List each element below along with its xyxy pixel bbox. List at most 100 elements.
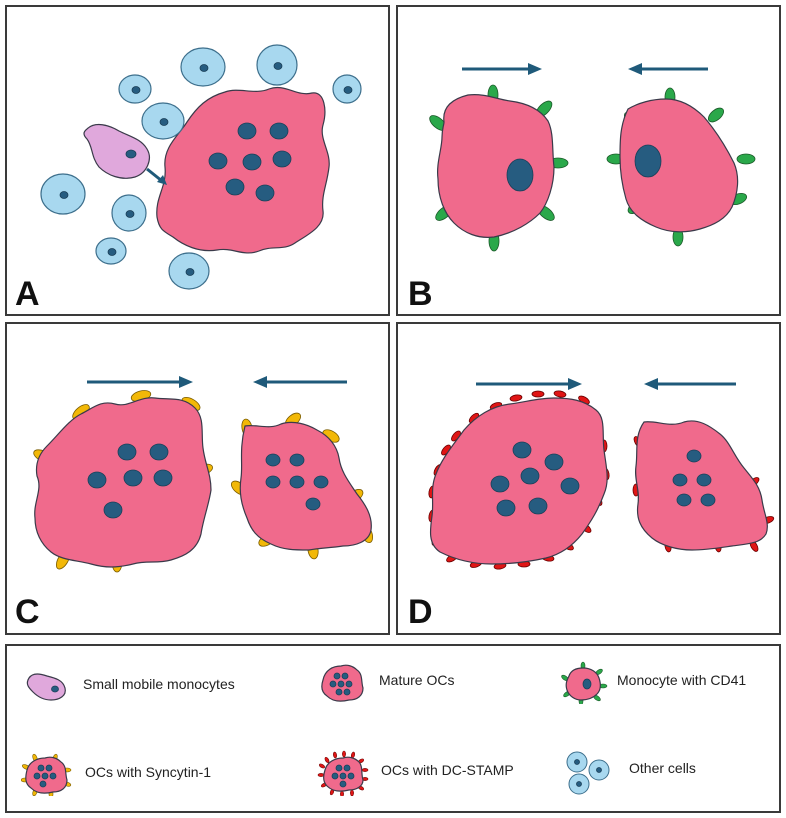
oc-with-syncytin-1-right: [239, 421, 372, 551]
legend-item-small-mobile-monocytes: Small mobile monocytes: [21, 664, 271, 704]
legend: Small mobile monocytes Mature OCs: [5, 644, 781, 813]
other-cell-nucleus: [199, 64, 209, 72]
panel-a: A: [5, 5, 390, 316]
mature-oc-nuclei: [208, 122, 292, 202]
nucleus: [700, 493, 716, 507]
monocyte-cd41-icon: [561, 661, 608, 704]
panel-a-drawing: [40, 44, 362, 290]
nucleus: [289, 453, 305, 467]
arrow-right-head: [528, 63, 542, 75]
arrow-left-head: [628, 63, 642, 75]
oc-with-syncytin-1-left: [34, 397, 212, 568]
oc-nuclei: [672, 449, 716, 507]
other-cell-nucleus: [59, 191, 69, 199]
arrow-right-head: [568, 378, 582, 390]
legend-item-ocs-with-dc-stamp: OCs with DC-STAMP: [317, 750, 547, 796]
monocyte-nucleus: [634, 144, 662, 178]
legend-label: Other cells: [629, 760, 696, 776]
nucleus: [289, 475, 305, 489]
nucleus: [313, 475, 329, 489]
other-cells-icon: [566, 751, 610, 795]
nucleus: [512, 441, 532, 459]
legend-item-ocs-with-syncytin-1: OCs with Syncytin-1: [21, 752, 271, 796]
oc-with-dc-stamp-left: [429, 397, 608, 565]
other-cells-group: [40, 44, 362, 290]
arrow-left-head: [253, 376, 267, 388]
nucleus: [242, 153, 262, 171]
nucleus: [153, 469, 173, 487]
dc-stamp-marker: [531, 390, 545, 398]
mature-oc-cell: [156, 87, 330, 254]
other-cell-nucleus: [125, 210, 135, 218]
nucleus: [103, 501, 123, 519]
dc-stamp-marker: [509, 394, 523, 402]
nucleus: [237, 122, 257, 140]
legend-label: Mature OCs: [379, 672, 455, 688]
nucleus: [305, 497, 321, 511]
nucleus: [208, 152, 228, 170]
nucleus: [265, 453, 281, 467]
panel-b-drawing: [429, 63, 756, 252]
oc-dcstamp-icon: [317, 750, 369, 796]
nucleus: [149, 443, 169, 461]
dc-stamp-marker: [553, 390, 567, 398]
panel-b: B: [396, 5, 781, 316]
panel-d: D: [396, 322, 781, 635]
nucleus: [272, 150, 292, 168]
legend-label: OCs with DC-STAMP: [381, 762, 514, 778]
cd41-marker: [736, 153, 756, 165]
other-cell-nucleus: [185, 268, 195, 276]
monocyte-with-cd41-right: [619, 98, 739, 233]
nucleus: [676, 493, 692, 507]
nucleus: [686, 449, 702, 463]
monocyte-nucleus: [506, 158, 534, 192]
migration-arrow: [146, 167, 163, 183]
legend-item-other-cells: Other cells: [563, 748, 763, 795]
nucleus: [123, 469, 143, 487]
legend-label: Monocyte with CD41: [617, 672, 747, 688]
migration-arrow-head: [157, 175, 167, 185]
arrow-left-head: [644, 378, 658, 390]
panel-letter-d: D: [408, 593, 433, 631]
nucleus: [269, 122, 289, 140]
nucleus: [696, 473, 712, 487]
other-cell-nucleus: [159, 118, 169, 126]
nucleus: [496, 499, 516, 517]
nucleus: [672, 473, 688, 487]
nucleus: [544, 453, 564, 471]
monocyte-nucleus: [125, 149, 137, 159]
mature-oc-icon: [321, 664, 364, 702]
cd41-marker: [707, 107, 725, 123]
small-mobile-monocyte-icon: [26, 673, 66, 701]
panel-letter-b: B: [408, 275, 433, 313]
other-cell-nucleus: [343, 86, 353, 94]
oc-nuclei: [490, 441, 580, 517]
panel-letter-c: C: [15, 593, 40, 631]
nucleus: [87, 471, 107, 489]
other-cell-nucleus: [107, 248, 117, 256]
other-cell-nucleus: [131, 86, 141, 94]
legend-item-mature-ocs: Mature OCs: [317, 660, 517, 702]
panel-c-drawing: [33, 376, 374, 573]
oc-nuclei: [87, 443, 173, 519]
legend-label: OCs with Syncytin-1: [85, 764, 212, 780]
oc-nuclei: [265, 453, 329, 511]
monocyte-with-cd41-left: [436, 94, 555, 238]
nucleus: [225, 178, 245, 196]
panel-c: C: [5, 322, 390, 635]
small-mobile-monocyte: [83, 123, 150, 179]
arrow-right-head: [179, 376, 193, 388]
nucleus: [255, 184, 275, 202]
nucleus: [265, 475, 281, 489]
nucleus: [490, 475, 510, 493]
other-cell-nucleus: [273, 62, 283, 70]
nucleus: [117, 443, 137, 461]
nucleus: [520, 467, 540, 485]
legend-label: Small mobile monocytes: [83, 676, 235, 692]
panel-letter-a: A: [15, 275, 40, 313]
nucleus: [560, 477, 580, 495]
nucleus: [528, 497, 548, 515]
legend-item-monocyte-with-cd41: Monocyte with CD41: [559, 660, 779, 704]
oc-syncytin-icon: [21, 753, 72, 796]
